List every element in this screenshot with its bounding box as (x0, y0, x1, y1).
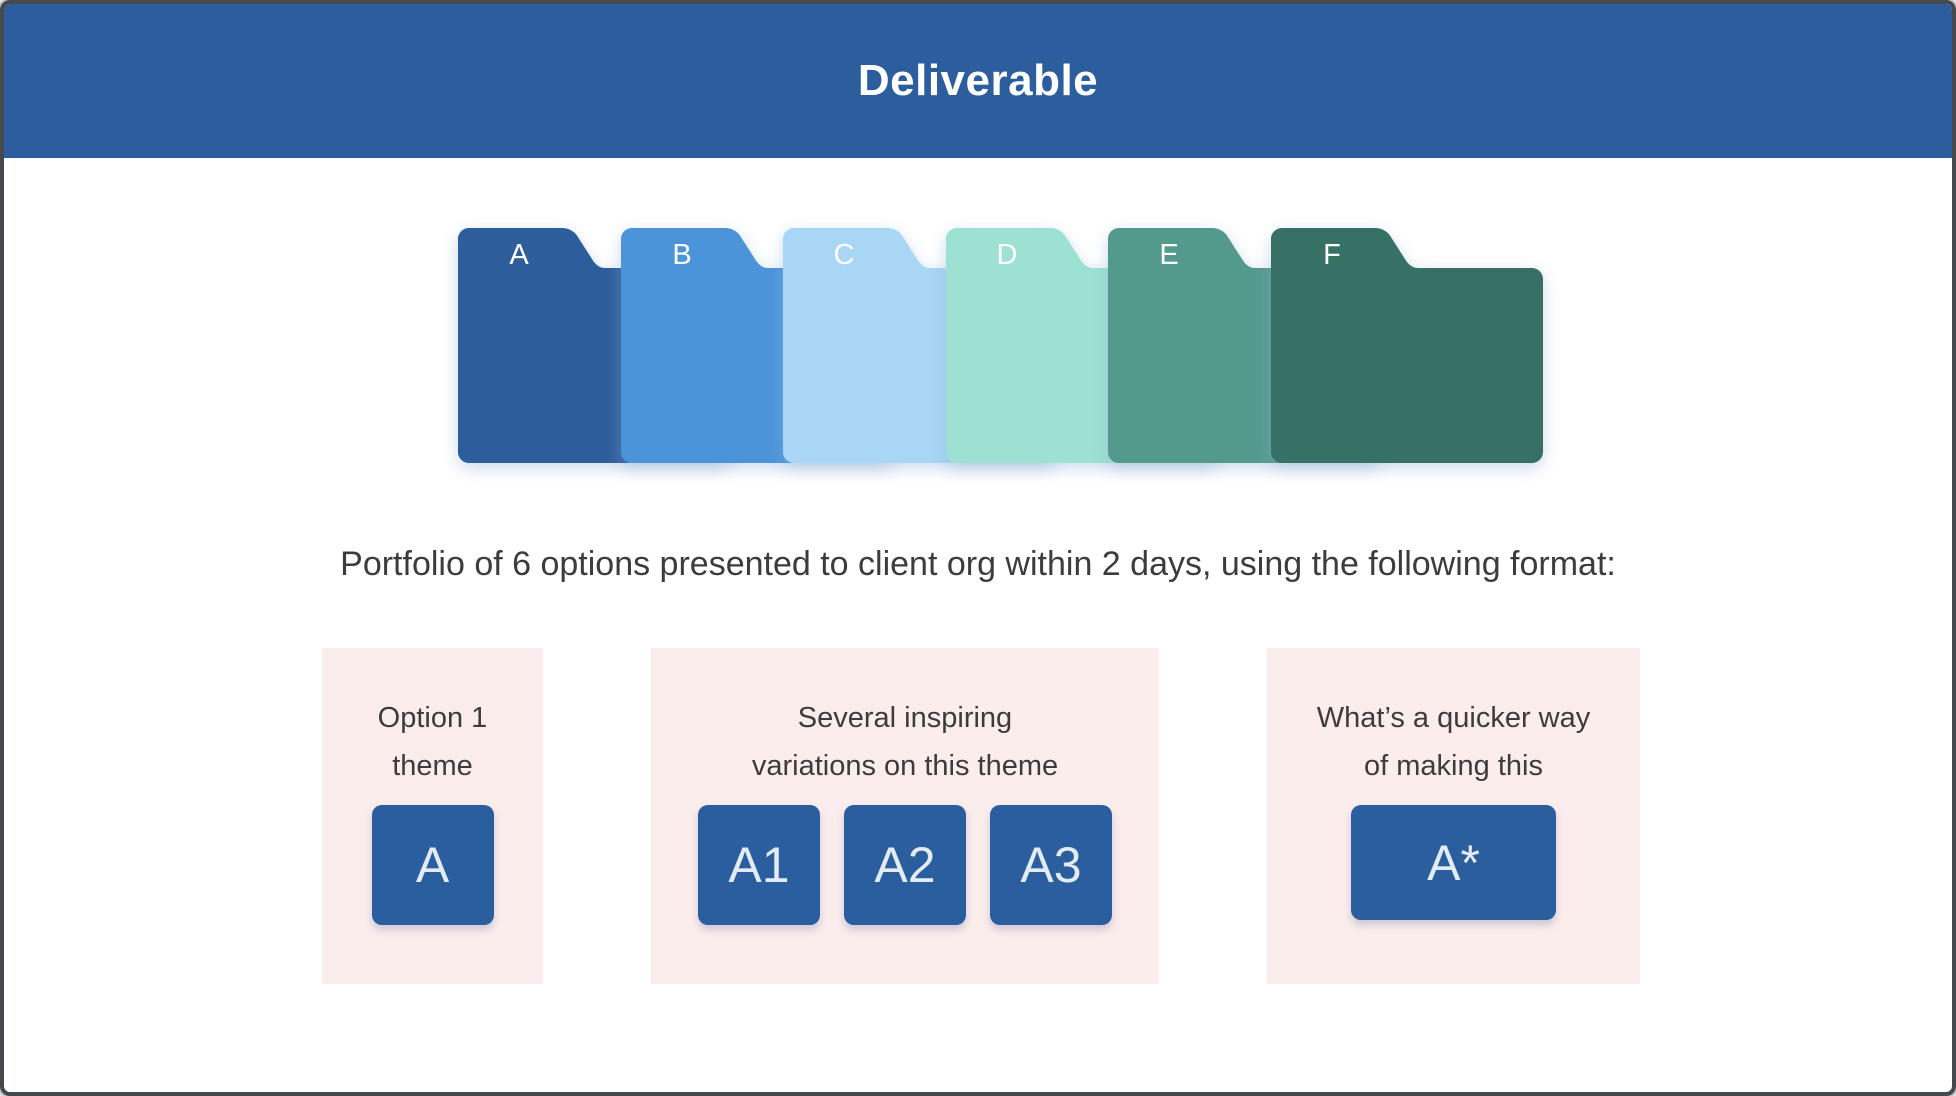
option-chip: A1 (698, 805, 820, 925)
option-chip: A* (1351, 805, 1556, 920)
card-title-line: of making this (1364, 750, 1543, 782)
card-title: Option 1 theme (322, 694, 543, 790)
chip-label: A* (1427, 834, 1480, 891)
option-chip: A2 (844, 805, 966, 925)
format-card: What’s a quicker way of making this A* (1267, 648, 1640, 984)
format-card: Option 1 theme A (322, 648, 543, 984)
option-chip: A3 (990, 805, 1112, 925)
option-chip: A (371, 805, 494, 925)
card-title-line: What’s a quicker way (1316, 702, 1591, 734)
chip-row: A1 A2 A3 (651, 805, 1159, 925)
folder-icon (1271, 228, 1543, 463)
header-bar: Deliverable (4, 4, 1952, 158)
description-text: Portfolio of 6 options presented to clie… (340, 545, 1616, 583)
chip-label: A3 (1020, 837, 1082, 893)
card-title-line: theme (392, 750, 473, 782)
card-title: What’s a quicker way of making this (1267, 694, 1640, 790)
chip-label: A2 (874, 837, 936, 893)
chip-row: A* (1267, 805, 1640, 920)
page-title: Deliverable (857, 56, 1099, 105)
chip-row: A (322, 805, 543, 925)
card-title-line: Several inspiring (797, 702, 1013, 734)
chip-label: A (415, 837, 450, 893)
folder-tab: F (1271, 228, 1543, 463)
chip-label: A1 (728, 837, 790, 893)
card-title-line: variations on this theme (751, 750, 1059, 782)
card-title-line: Option 1 (377, 702, 488, 734)
card-title: Several inspiring variations on this the… (651, 694, 1159, 790)
format-card: Several inspiring variations on this the… (651, 648, 1159, 984)
